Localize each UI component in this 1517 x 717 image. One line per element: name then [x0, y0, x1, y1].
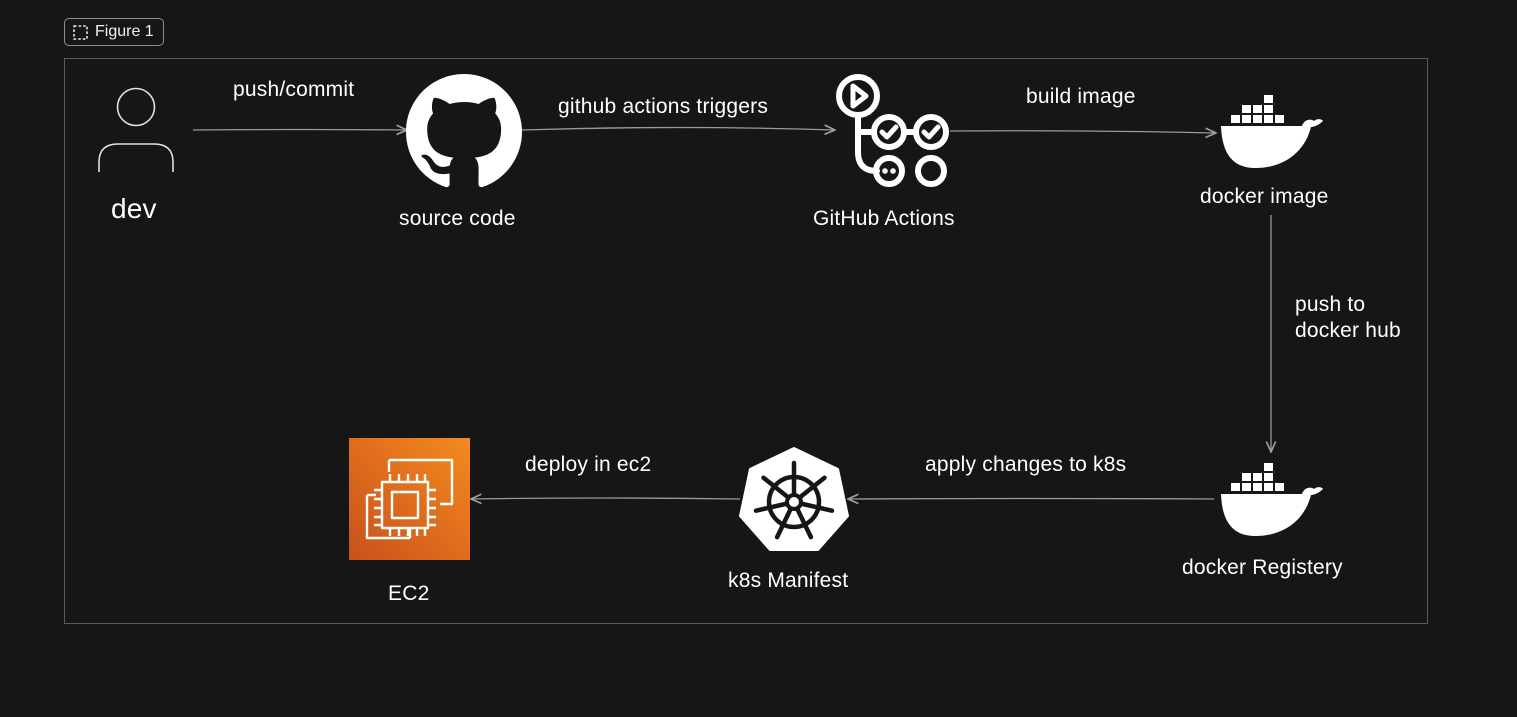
- aws-ec2-icon: [349, 438, 470, 560]
- edge-label-gh-triggers: github actions triggers: [558, 95, 769, 118]
- docker-registry-icon: [1221, 463, 1323, 536]
- diagram-frame: [64, 58, 1428, 624]
- node-label-docker-registry: docker Registery: [1182, 556, 1343, 579]
- node-label-ec2: EC2: [388, 582, 430, 605]
- frame-label[interactable]: Figure 1: [64, 18, 164, 46]
- docker-icon: [1221, 95, 1323, 168]
- edge-label-apply-k8s: apply changes to k8s: [925, 453, 1127, 476]
- arrow-build-image: [949, 131, 1216, 133]
- frame-label-text: Figure 1: [95, 23, 154, 40]
- edge-label-deploy-ec2: deploy in ec2: [525, 453, 652, 476]
- github-actions-icon: [836, 74, 949, 187]
- github-icon: [406, 74, 522, 188]
- node-label-dev: dev: [111, 193, 157, 224]
- node-label-docker-image: docker image: [1200, 185, 1329, 208]
- edge-label-push-docker-hub: push to docker hub: [1295, 293, 1401, 342]
- node-label-source-code: source code: [399, 207, 516, 230]
- arrow-deploy-ec2: [471, 498, 741, 499]
- kubernetes-icon: [739, 447, 849, 551]
- edge-label-build-image: build image: [1026, 85, 1136, 108]
- user-icon: [98, 87, 174, 172]
- edge-label-push-commit: push/commit: [233, 78, 355, 101]
- arrow-gh-triggers: [520, 128, 835, 131]
- node-label-k8s-manifest: k8s Manifest: [728, 569, 849, 592]
- frame-icon: [73, 24, 88, 40]
- arrow-apply-k8s: [848, 499, 1215, 500]
- arrow-push-commit: [192, 130, 407, 131]
- node-label-github-actions: GitHub Actions: [813, 207, 955, 230]
